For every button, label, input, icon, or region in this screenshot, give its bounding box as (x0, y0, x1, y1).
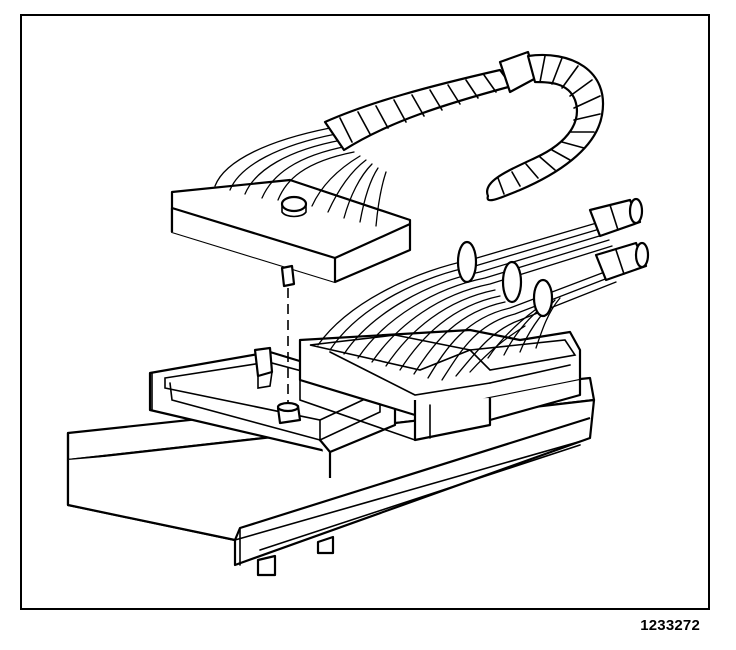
upper-wire-bundle (214, 50, 605, 227)
upper-connector (170, 178, 412, 425)
lower-wire-bundle (317, 197, 650, 381)
connector-modules (298, 328, 582, 442)
figure-reference-number: 1233272 (640, 617, 700, 634)
diagram-frame (20, 14, 710, 610)
